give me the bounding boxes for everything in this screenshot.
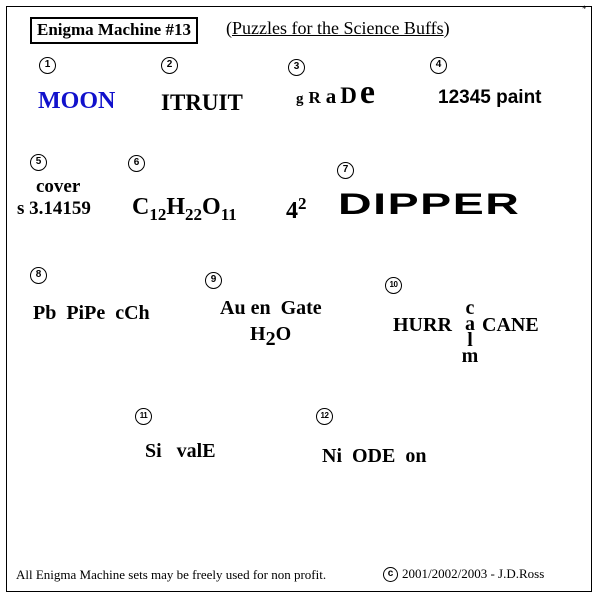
puzzle-10-vertical-letter: m bbox=[461, 345, 479, 367]
puzzle-1-text: MOON bbox=[38, 88, 116, 114]
puzzle-9-oxygen: O bbox=[275, 323, 292, 345]
puzzle-10-vertical-letter: a bbox=[465, 313, 475, 335]
puzzle-9-number: 9 bbox=[205, 272, 222, 289]
page-title: Enigma Machine #13 bbox=[30, 17, 198, 44]
puzzle-9-hydrogen: H bbox=[250, 323, 266, 345]
puzzle-6-hydrogen-subscript: 22 bbox=[185, 204, 203, 224]
puzzle-6-oxygen-subscript: 11 bbox=[220, 204, 237, 224]
footer-notice: All Enigma Machine sets may be freely us… bbox=[16, 567, 327, 582]
puzzle-12-number: 12 bbox=[316, 408, 333, 425]
corner-mark: * bbox=[582, 4, 587, 14]
puzzle-7-number: 7 bbox=[337, 162, 354, 179]
puzzle-3-number: 3 bbox=[288, 59, 305, 76]
puzzle-6-oxygen: O bbox=[202, 194, 221, 220]
footer-copyright: c 2001/2002/2003 - J.D.Ross bbox=[383, 566, 544, 582]
subtitle-close-paren: ) bbox=[443, 18, 450, 38]
puzzle-1-number: 1 bbox=[39, 57, 56, 74]
puzzle-6-carbon-subscript: 12 bbox=[149, 204, 167, 224]
copyright-text: 2001/2002/2003 - J.D.Ross bbox=[402, 566, 545, 581]
puzzle-10-left: HURR bbox=[393, 314, 452, 336]
puzzle-10-right: CANE bbox=[482, 314, 539, 336]
puzzle-3-letter: R bbox=[308, 88, 321, 107]
puzzle-8-text: Pb PiPe cCh bbox=[33, 302, 150, 324]
puzzle-6-power: 42 bbox=[286, 194, 307, 225]
puzzle-6-power-base: 4 bbox=[286, 198, 298, 224]
puzzle-3-letter: D bbox=[340, 83, 357, 108]
puzzle-7-text: DIPPER bbox=[338, 188, 521, 221]
puzzle-4-text: 12345 paint bbox=[438, 87, 542, 108]
puzzle-6-formula: C12H22O11 bbox=[132, 194, 237, 225]
puzzle-11-number: 11 bbox=[135, 408, 152, 425]
puzzle-5-number: 5 bbox=[30, 154, 47, 171]
puzzle-10-number: 10 bbox=[385, 277, 402, 294]
subtitle-open-paren: ( bbox=[226, 18, 232, 38]
puzzle-11-text: Si valE bbox=[145, 440, 216, 462]
page-subtitle: (Puzzles for the Science Buffs) bbox=[226, 18, 450, 38]
puzzle-9-hydrogen-subscript: 2 bbox=[265, 328, 276, 350]
copyright-icon: c bbox=[383, 566, 398, 582]
puzzle-6-carbon: C bbox=[132, 194, 150, 220]
page-border bbox=[6, 6, 592, 592]
subtitle-text: Puzzles for the Science Buffs bbox=[232, 18, 444, 38]
puzzle-3-letter: g bbox=[296, 91, 304, 107]
puzzle-10-vertical: c a l m bbox=[459, 297, 481, 367]
puzzle-10-vertical-letter: c bbox=[465, 297, 475, 319]
puzzle-2-text: ITRUIT bbox=[161, 90, 243, 115]
puzzle-6-hydrogen: H bbox=[166, 194, 186, 220]
puzzle-8-number: 8 bbox=[30, 267, 47, 284]
puzzle-2-number: 2 bbox=[161, 57, 178, 74]
puzzle-12-text: Ni ODE on bbox=[322, 445, 427, 467]
puzzle-3-letter: a bbox=[325, 84, 337, 108]
puzzle-4-number: 4 bbox=[430, 57, 447, 74]
puzzle-6-number: 6 bbox=[128, 155, 145, 172]
puzzle-9-line1: Au en Gate bbox=[220, 297, 322, 319]
puzzle-9-water: H2O bbox=[250, 323, 291, 351]
puzzle-6-power-exponent: 2 bbox=[298, 194, 307, 213]
puzzle-3-letter: e bbox=[359, 74, 375, 111]
puzzle-3-text: g R a D e bbox=[296, 74, 375, 114]
puzzle-10-vertical-letter: l bbox=[467, 329, 473, 351]
puzzle-5-top: cover bbox=[36, 176, 81, 197]
puzzle-5-bottom: s 3.14159 bbox=[17, 198, 91, 219]
